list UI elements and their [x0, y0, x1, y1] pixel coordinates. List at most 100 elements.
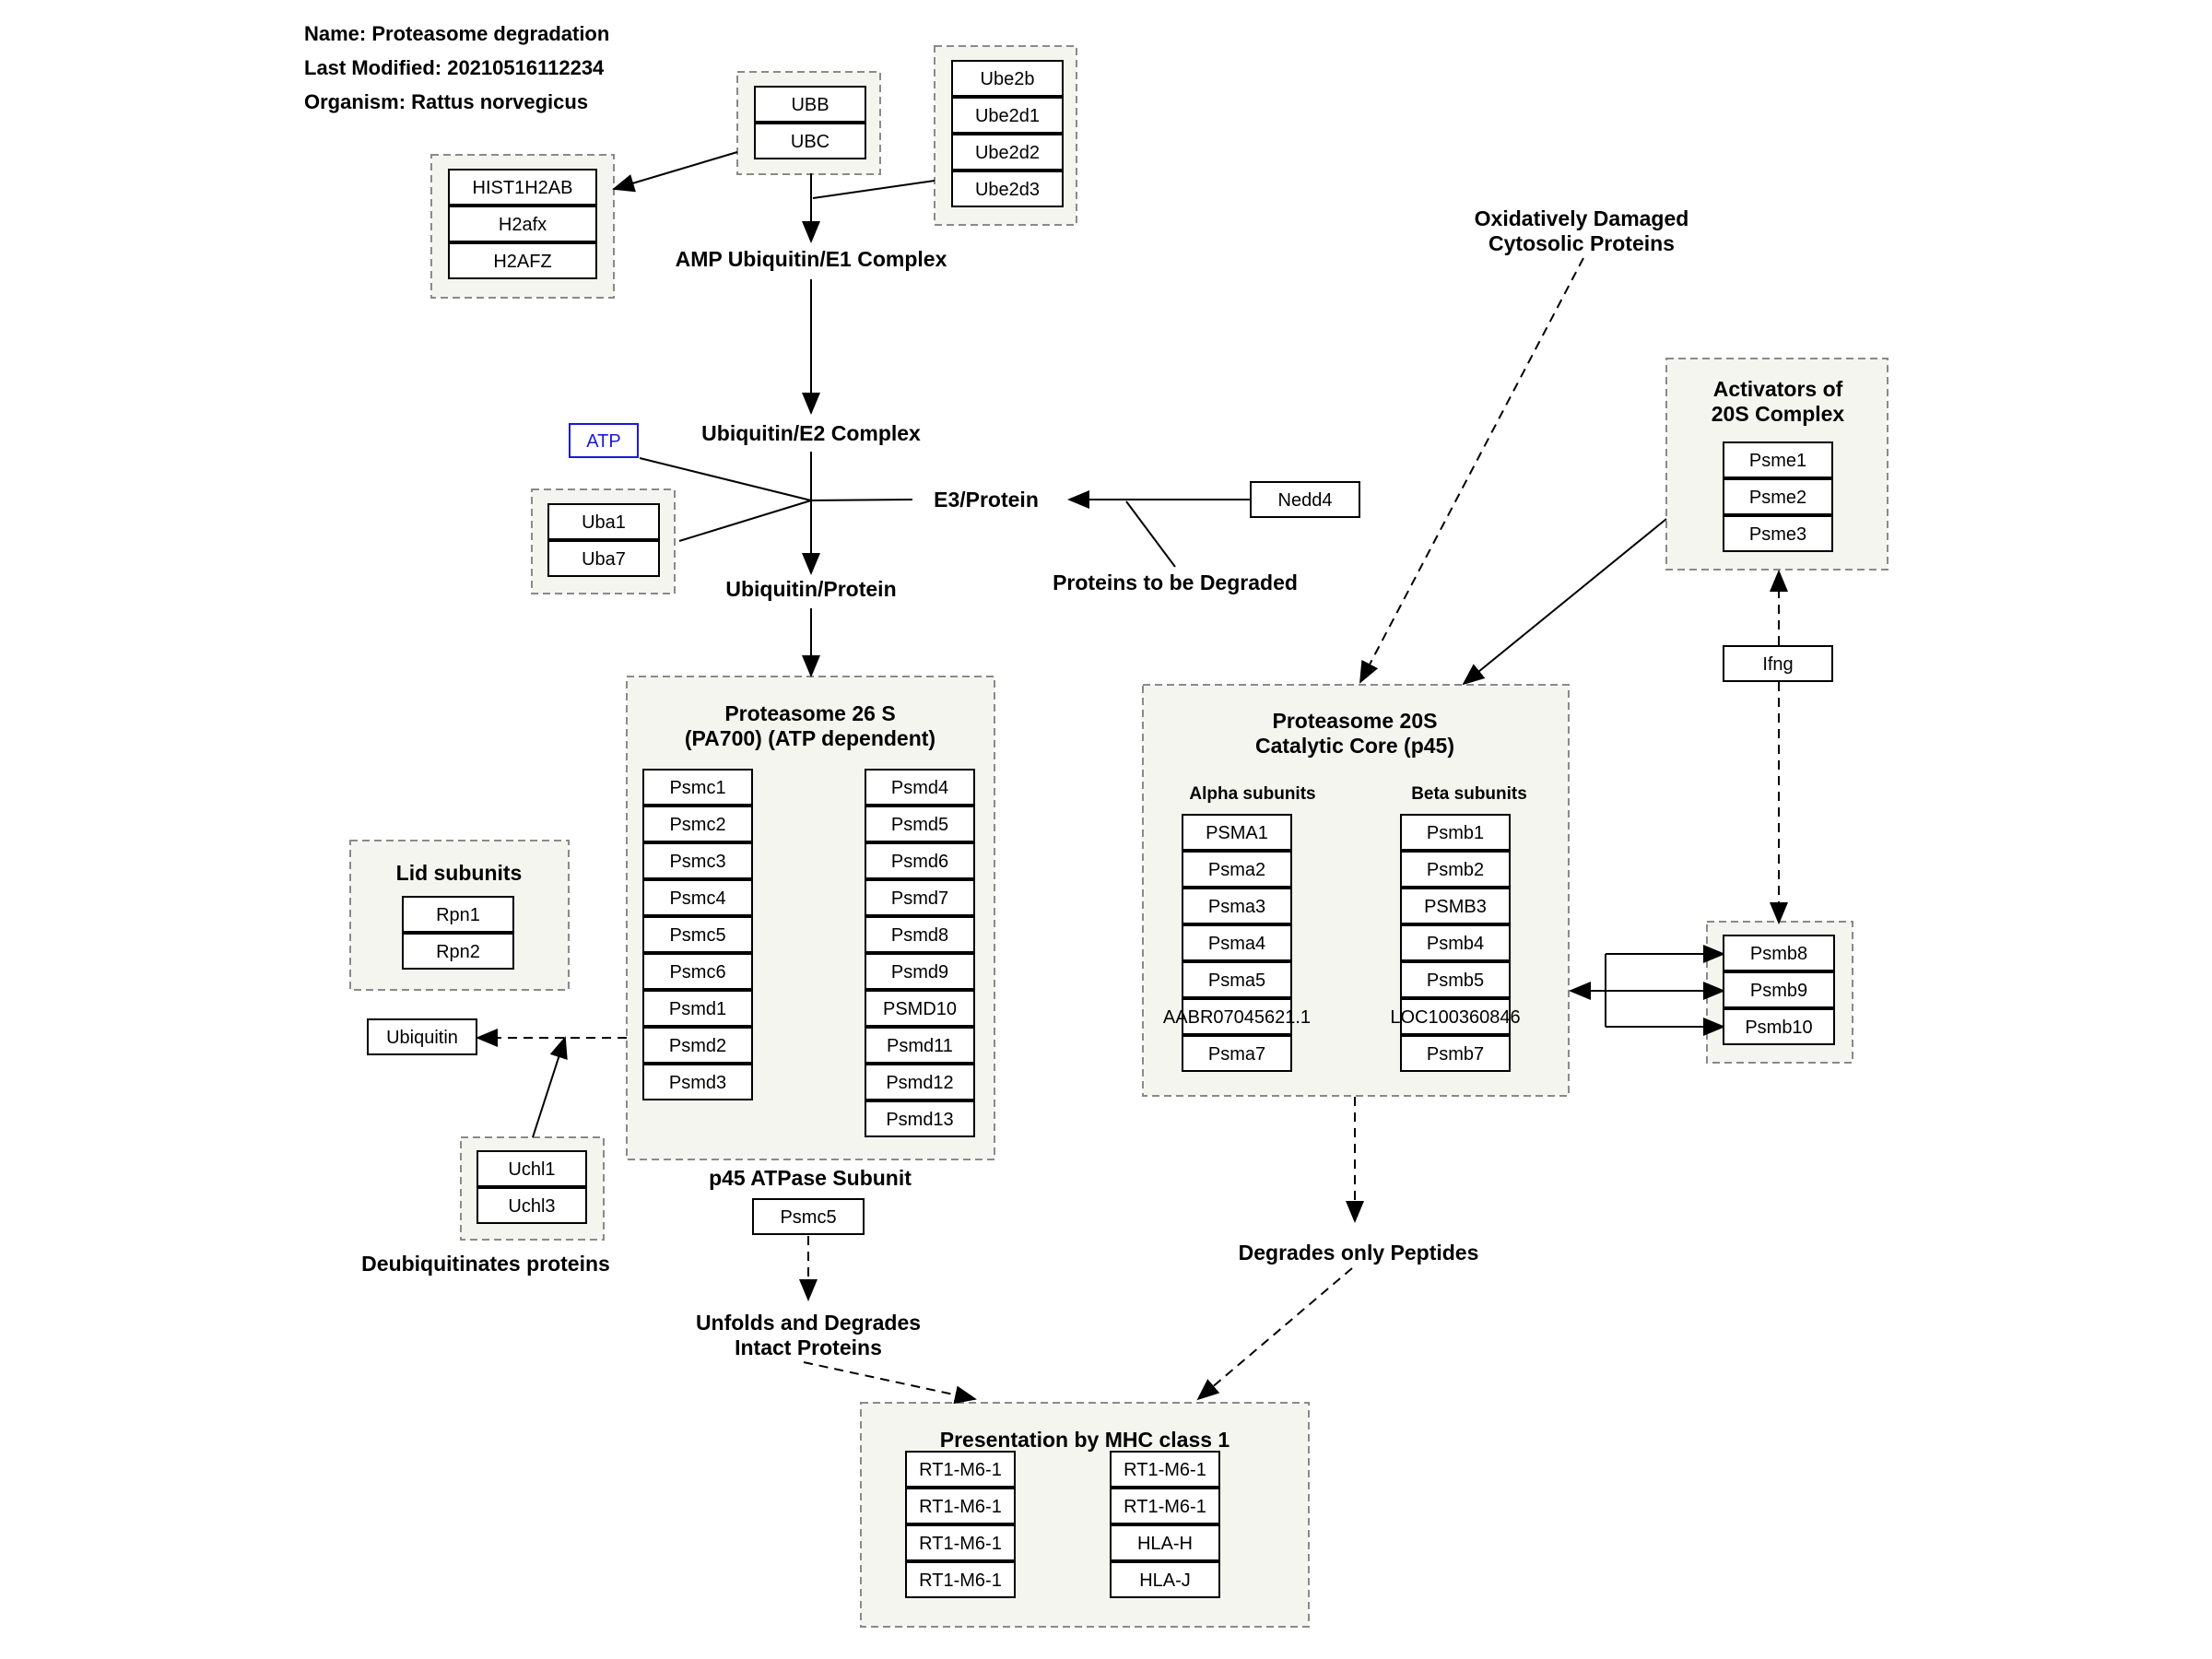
- node-p26-right-3[interactable]: Psmd6: [865, 842, 975, 879]
- svg-text:Psmd4: Psmd4: [891, 778, 948, 798]
- svg-text:Ubiquitin: Ubiquitin: [386, 1028, 458, 1048]
- svg-text:Psmc4: Psmc4: [669, 888, 725, 909]
- node-beta-6[interactable]: LOC100360846: [1390, 998, 1521, 1035]
- node-ubb[interactable]: UBB: [754, 86, 866, 123]
- node-atp[interactable]: ATP: [569, 423, 639, 458]
- node-psme3[interactable]: Psme3: [1723, 515, 1833, 552]
- node-p26-right-9[interactable]: Psmd12: [865, 1064, 975, 1100]
- edge-oxidative-to-20s: [1359, 257, 1584, 684]
- label-alpha-subunits: Alpha subunits: [1189, 784, 1315, 804]
- svg-text:Psmb10: Psmb10: [1745, 1018, 1812, 1038]
- svg-text:Psmb5: Psmb5: [1427, 971, 1484, 991]
- svg-text:Psmb2: Psmb2: [1427, 860, 1484, 880]
- node-p26-left-5[interactable]: Psmc5: [642, 916, 753, 953]
- node-ube2b[interactable]: Ube2b: [951, 60, 1064, 97]
- node-alpha-4[interactable]: Psma4: [1182, 924, 1292, 961]
- alpha-subunits-column: PSMA1Psma2Psma3Psma4Psma5AABR07045621.1P…: [1163, 814, 1311, 1072]
- node-ube2d3[interactable]: Ube2d3: [951, 171, 1064, 207]
- node-hist1h2ab[interactable]: HIST1H2AB: [448, 169, 597, 206]
- node-alpha-7[interactable]: Psma7: [1182, 1035, 1292, 1072]
- node-p26-left-3[interactable]: Psmc3: [642, 842, 753, 879]
- node-uchl3[interactable]: Uchl3: [477, 1187, 587, 1224]
- node-p26-right-5[interactable]: Psmd8: [865, 916, 975, 953]
- edge-degraded-to-e3: [1125, 500, 1176, 568]
- svg-text:Psmd6: Psmd6: [891, 852, 948, 872]
- node-psmb9[interactable]: Psmb9: [1723, 971, 1835, 1008]
- node-nedd4[interactable]: Nedd4: [1250, 481, 1360, 518]
- svg-text:RT1-M6-1: RT1-M6-1: [919, 1497, 1002, 1517]
- node-alpha-2[interactable]: Psma2: [1182, 851, 1292, 888]
- node-h2afx[interactable]: H2afx: [448, 206, 597, 242]
- node-p26-right-4[interactable]: Psmd7: [865, 879, 975, 916]
- node-mhc-left-2[interactable]: RT1-M6-1: [905, 1488, 1016, 1524]
- node-p26-right-1[interactable]: Psmd4: [865, 769, 975, 806]
- node-ube2d2[interactable]: Ube2d2: [951, 134, 1064, 171]
- node-alpha-6[interactable]: AABR07045621.1: [1163, 998, 1311, 1035]
- edge-unfolds-to-mhc: [803, 1361, 977, 1405]
- node-mhc-left-3[interactable]: RT1-M6-1: [905, 1524, 1016, 1561]
- node-p26-right-10[interactable]: Psmd13: [865, 1100, 975, 1137]
- node-alpha-1[interactable]: PSMA1: [1182, 814, 1292, 851]
- node-uba1[interactable]: Uba1: [547, 503, 660, 540]
- node-beta-1[interactable]: Psmb1: [1400, 814, 1511, 851]
- label-proteasome-26s: Proteasome 26 S: [724, 701, 895, 725]
- node-p26-left-4[interactable]: Psmc4: [642, 879, 753, 916]
- node-mhc-left-4[interactable]: RT1-M6-1: [905, 1561, 1016, 1598]
- node-p26-left-8[interactable]: Psmd2: [642, 1027, 753, 1064]
- svg-text:Rpn1: Rpn1: [436, 905, 480, 925]
- node-p26-left-7[interactable]: Psmd1: [642, 990, 753, 1027]
- svg-text:Psmb9: Psmb9: [1750, 981, 1807, 1001]
- svg-text:Psmb8: Psmb8: [1750, 944, 1807, 964]
- label-activators-of: Activators of: [1713, 377, 1843, 401]
- node-alpha-5[interactable]: Psma5: [1182, 961, 1292, 998]
- node-p26-left-6[interactable]: Psmc6: [642, 953, 753, 990]
- node-ube2d1[interactable]: Ube2d1: [951, 97, 1064, 134]
- svg-text:Psmc5: Psmc5: [669, 925, 725, 946]
- node-uba7[interactable]: Uba7: [547, 540, 660, 577]
- node-p26-right-8[interactable]: Psmd11: [865, 1027, 975, 1064]
- node-psme2[interactable]: Psme2: [1723, 478, 1833, 515]
- svg-text:Psme2: Psme2: [1749, 488, 1806, 508]
- node-p26-left-9[interactable]: Psmd3: [642, 1064, 753, 1100]
- node-psme1[interactable]: Psme1: [1723, 441, 1833, 478]
- node-mhc-right-1[interactable]: RT1-M6-1: [1110, 1451, 1220, 1488]
- node-mhc-right-3[interactable]: HLA-H: [1110, 1524, 1220, 1561]
- node-rpn1[interactable]: Rpn1: [402, 896, 514, 933]
- label-oxidatively-damaged: Oxidatively Damaged: [1475, 206, 1689, 230]
- node-ifng[interactable]: Ifng: [1723, 645, 1833, 682]
- svg-text:RT1-M6-1: RT1-M6-1: [919, 1571, 1002, 1591]
- svg-text:Psmd7: Psmd7: [891, 888, 948, 909]
- node-beta-7[interactable]: Psmb7: [1400, 1035, 1511, 1072]
- node-p26-right-6[interactable]: Psmd9: [865, 953, 975, 990]
- node-mhc-right-4[interactable]: HLA-J: [1110, 1561, 1220, 1598]
- edge-uchl-to-ubiquitin: [532, 1036, 568, 1138]
- svg-text:Rpn2: Rpn2: [436, 942, 480, 962]
- node-psmb8[interactable]: Psmb8: [1723, 935, 1835, 971]
- svg-text:Psma4: Psma4: [1208, 934, 1265, 954]
- node-beta-2[interactable]: Psmb2: [1400, 851, 1511, 888]
- svg-text:Uba7: Uba7: [582, 549, 626, 570]
- node-ubiquitin[interactable]: Ubiquitin: [367, 1018, 477, 1055]
- node-p26-left-2[interactable]: Psmc2: [642, 806, 753, 842]
- node-beta-5[interactable]: Psmb5: [1400, 961, 1511, 998]
- node-uchl1[interactable]: Uchl1: [477, 1150, 587, 1187]
- node-ubc[interactable]: UBC: [754, 123, 866, 159]
- node-mhc-left-1[interactable]: RT1-M6-1: [905, 1451, 1016, 1488]
- node-mhc-right-2[interactable]: RT1-M6-1: [1110, 1488, 1220, 1524]
- node-p26-right-7[interactable]: PSMD10: [865, 990, 975, 1027]
- node-psmc5-single[interactable]: Psmc5: [752, 1198, 865, 1235]
- node-p26-left-1[interactable]: Psmc1: [642, 769, 753, 806]
- node-rpn2[interactable]: Rpn2: [402, 933, 514, 970]
- node-beta-3[interactable]: PSMB3: [1400, 888, 1511, 924]
- node-beta-4[interactable]: Psmb4: [1400, 924, 1511, 961]
- label-20s-complex: 20S Complex: [1712, 402, 1845, 426]
- svg-text:RT1-M6-1: RT1-M6-1: [1124, 1460, 1206, 1480]
- svg-text:Uchl1: Uchl1: [508, 1159, 555, 1180]
- svg-text:UBC: UBC: [791, 132, 830, 152]
- node-alpha-3[interactable]: Psma3: [1182, 888, 1292, 924]
- node-p26-right-2[interactable]: Psmd5: [865, 806, 975, 842]
- node-psmb10[interactable]: Psmb10: [1723, 1008, 1835, 1045]
- pathway-name: Name: Proteasome degradation: [304, 22, 609, 45]
- node-h2afz[interactable]: H2AFZ: [448, 242, 597, 279]
- svg-text:Psma2: Psma2: [1208, 860, 1265, 880]
